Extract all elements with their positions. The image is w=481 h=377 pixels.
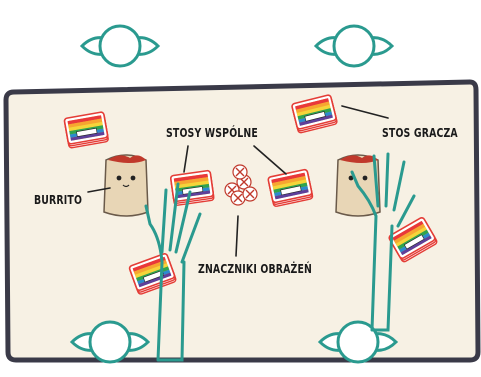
burrito-character-icon bbox=[104, 155, 148, 216]
player-seat-icon bbox=[316, 26, 392, 66]
player-seat-icon bbox=[82, 26, 158, 66]
damage-token-icon bbox=[243, 187, 257, 201]
damage-tokens-label: ZNACZNIKI OBRAŻEŃ bbox=[198, 262, 312, 276]
player-pile-label: STOS GRACZA bbox=[382, 126, 458, 140]
damage-token-icon bbox=[233, 165, 247, 179]
shared-piles-label: STOSY WSPÓLNE bbox=[166, 126, 258, 140]
card-pile-icon bbox=[64, 112, 109, 148]
burrito-label: BURRITO bbox=[34, 193, 82, 207]
